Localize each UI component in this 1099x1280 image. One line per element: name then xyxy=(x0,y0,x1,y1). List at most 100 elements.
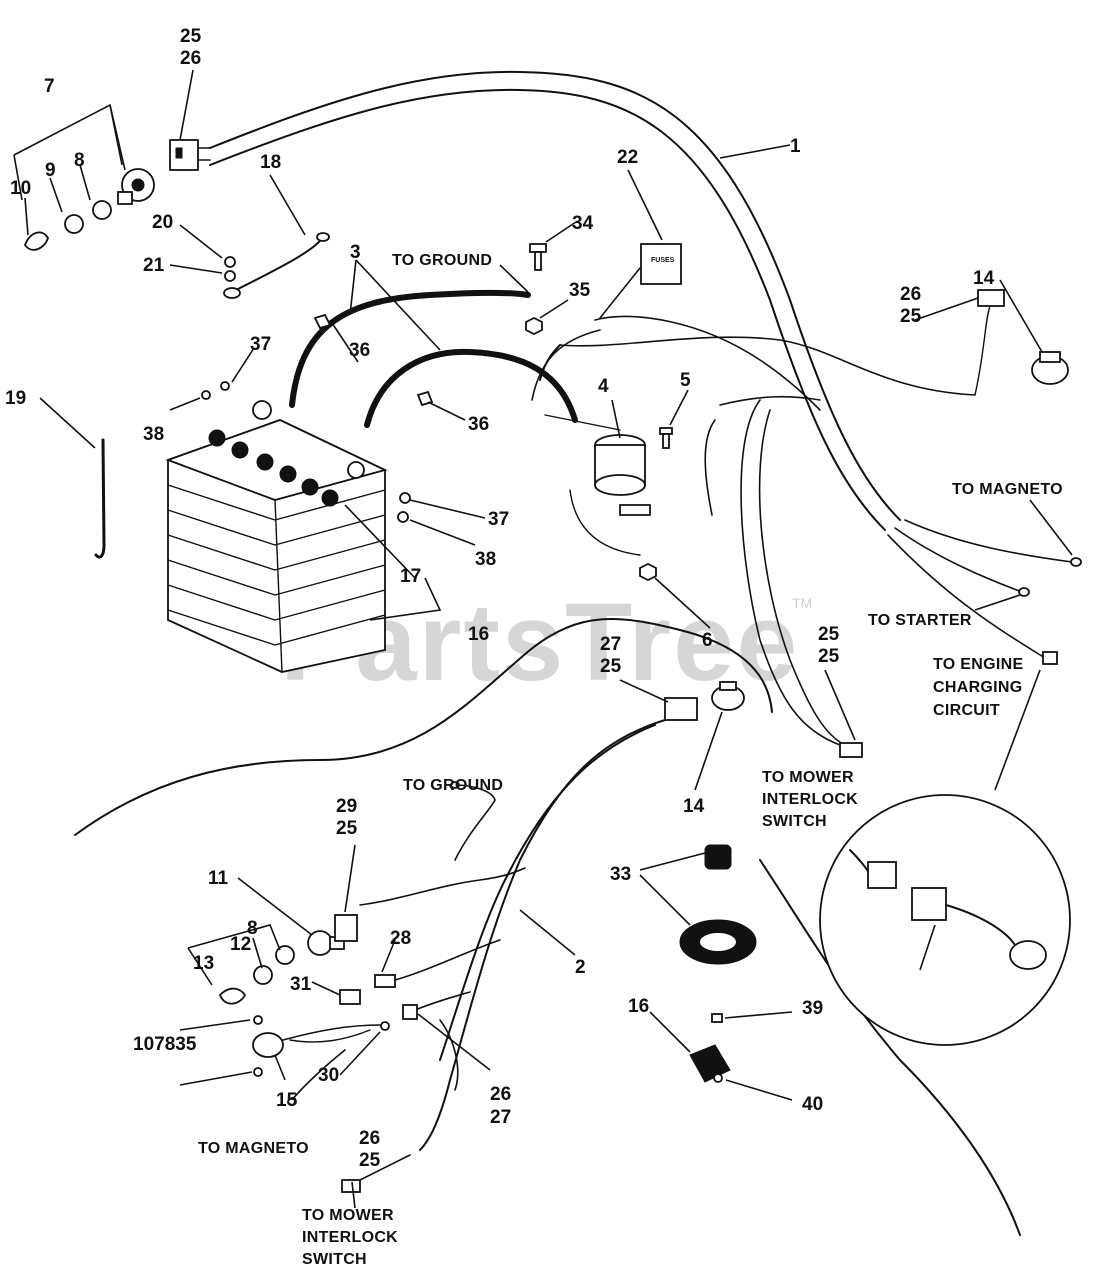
lockwasher-8-lower xyxy=(275,945,295,965)
label-to-ground-bottom: TO GROUND xyxy=(403,777,503,794)
callout-8: 8 xyxy=(74,150,85,171)
nut-6 xyxy=(639,562,657,582)
callout-41: 107835 xyxy=(133,1034,197,1055)
nut-38-b xyxy=(397,511,409,523)
callout-14-top: 14 xyxy=(973,268,995,289)
connector-26-bottom xyxy=(341,1179,361,1193)
bolt-34 xyxy=(529,243,547,271)
callout-3: 3 xyxy=(350,242,361,263)
detail-circle xyxy=(819,794,1071,1046)
callout-32: 31 xyxy=(290,974,312,995)
plug-33 xyxy=(679,844,757,965)
callout-6: 6 xyxy=(702,630,713,651)
callout-19: 18 xyxy=(260,152,281,173)
callout-26-right: 25 xyxy=(818,624,840,645)
harness-lower-right xyxy=(759,859,1021,1236)
text-labels: TO GROUND TO GROUND TO MAGNETO TO MAGNET… xyxy=(198,252,1063,1268)
callout-37-upper: 37 xyxy=(250,334,271,355)
washer-21 xyxy=(224,256,236,268)
fuse-wire xyxy=(531,267,976,746)
callout-12: 12 xyxy=(230,934,251,955)
callout-11: 11 xyxy=(208,868,229,889)
callout-5: 5 xyxy=(680,370,691,391)
label-mower-bottom-3: SWITCH xyxy=(302,1251,367,1268)
connector-27-lower xyxy=(664,697,698,721)
callout-36-upper: 36 xyxy=(349,340,370,361)
callout-28: 27 xyxy=(490,1107,511,1128)
connector-28 xyxy=(402,1004,418,1020)
key-switch-7 xyxy=(117,168,155,205)
light-15 xyxy=(252,1024,381,1058)
callout-15: 15 xyxy=(276,1090,298,1111)
callout-25-right: 25 xyxy=(818,646,840,667)
callout-7: 7 xyxy=(44,76,55,97)
callout-40: 40 xyxy=(802,1094,823,1115)
pointer-lines xyxy=(13,69,1073,1209)
label-to-magneto-bottom: TO MAGNETO xyxy=(198,1140,309,1157)
label-mower-right-1: TO MOWER xyxy=(762,769,854,786)
callout-33: 33 xyxy=(610,864,631,885)
magneto-terminal-top xyxy=(1070,557,1082,567)
label-to-engine: TO ENGINE xyxy=(933,656,1023,673)
callout-25-bottom: 25 xyxy=(359,1150,381,1171)
callout-9: 9 xyxy=(45,160,56,181)
callout-16: 16 xyxy=(628,996,649,1017)
callout-14-lower: 14 xyxy=(683,796,705,817)
knob-13 xyxy=(218,987,247,1005)
label-to-ground-top: TO GROUND xyxy=(392,252,492,269)
label-to-starter: TO STARTER xyxy=(868,612,972,629)
callout-26-lower: 26 xyxy=(490,1084,511,1105)
callout-29: 28 xyxy=(390,928,411,949)
label-mower-bottom-2: INTERLOCK xyxy=(302,1229,398,1246)
ground-terminal-bottom xyxy=(450,781,460,789)
connector-30 xyxy=(334,914,358,942)
starter-terminal xyxy=(1018,587,1030,597)
callout-20: 19 xyxy=(5,388,26,409)
callout-37-lower: 37 xyxy=(488,509,509,530)
callout-26-bottom: 26 xyxy=(359,1128,380,1149)
battery-cables xyxy=(289,289,641,556)
screw-36-a xyxy=(313,313,332,330)
battery-17 xyxy=(165,400,388,673)
callout-25-lower: 25 xyxy=(600,656,622,677)
hold-down-rod-20 xyxy=(94,438,106,559)
bolt-41 xyxy=(253,1015,263,1025)
callout-24: 25 xyxy=(180,26,202,47)
watermark-trademark: TM xyxy=(792,595,812,611)
callout-8-lower: 8 xyxy=(247,918,258,939)
callout-13: 13 xyxy=(193,953,214,974)
label-mower-right-3: SWITCH xyxy=(762,813,827,830)
callout-25-top-right: 25 xyxy=(900,306,922,327)
callout-31: 30 xyxy=(318,1065,339,1086)
nut-9-top xyxy=(64,214,84,234)
nut-35 xyxy=(525,316,543,336)
label-mower-bottom-1: TO MOWER xyxy=(302,1207,394,1224)
callout-27-top: 26 xyxy=(900,284,921,305)
nut-38-a xyxy=(201,390,211,400)
callout-39: 39 xyxy=(802,998,823,1019)
callout-25-b30: 25 xyxy=(336,818,358,839)
nut-22 xyxy=(224,270,236,282)
callout-21: 20 xyxy=(152,212,173,233)
connector-26-right xyxy=(839,742,863,758)
callout-38-upper: 38 xyxy=(143,424,164,445)
callout-2: 2 xyxy=(575,957,586,978)
solenoid-4 xyxy=(594,434,651,516)
callout-18: 17 xyxy=(400,566,421,587)
callout-10: 10 xyxy=(10,178,31,199)
callout-22: 21 xyxy=(143,255,165,276)
connector-27-top xyxy=(974,289,1005,396)
magneto-terminal-bottom xyxy=(287,1098,297,1106)
callout-1: 1 xyxy=(790,136,801,157)
callout-17: 16 xyxy=(468,624,489,645)
fuse-label: FUSES xyxy=(651,257,675,264)
lockwasher-8-top xyxy=(92,200,112,220)
callout-36-lower: 36 xyxy=(468,414,489,435)
switch-14-lower xyxy=(711,681,745,711)
callout-34: 34 xyxy=(572,213,594,234)
callout-38-lower: 38 xyxy=(475,549,496,570)
nut-12 xyxy=(253,965,273,985)
key-10 xyxy=(23,231,49,251)
connector-32 xyxy=(339,989,361,1005)
